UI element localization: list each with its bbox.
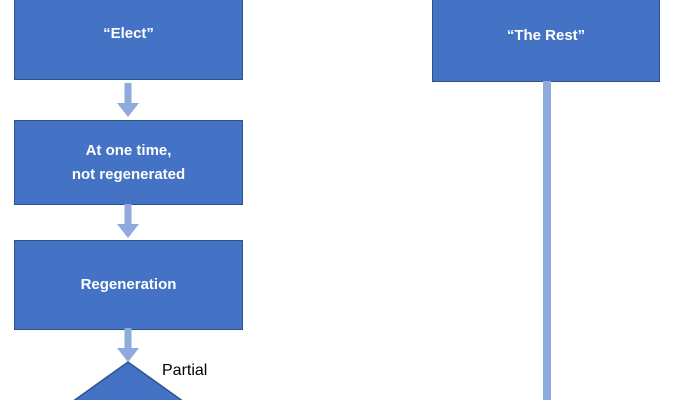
flow-box-regeneration: Regeneration <box>14 240 243 330</box>
vertical-connector-line <box>543 81 551 400</box>
decision-diamond <box>73 361 183 400</box>
flow-box-regeneration-label: Regeneration <box>80 276 177 293</box>
flow-box-the-rest: “The Rest” <box>432 0 660 82</box>
flow-box-elect: “Elect” <box>14 0 243 80</box>
down-arrow-icon <box>117 204 139 238</box>
flow-box-at-one-time: At one time, not regenerated <box>14 120 243 205</box>
down-arrow-icon <box>117 328 139 362</box>
flow-box-the-rest-label: “The Rest” <box>506 27 586 44</box>
flow-box-at-one-time-line1: At one time, <box>85 141 172 159</box>
flow-box-at-one-time-line2: not regenerated <box>71 165 186 183</box>
down-arrow-icon <box>117 83 139 117</box>
flow-box-elect-label: “Elect” <box>103 25 154 42</box>
partial-label: Partial <box>162 362 208 379</box>
